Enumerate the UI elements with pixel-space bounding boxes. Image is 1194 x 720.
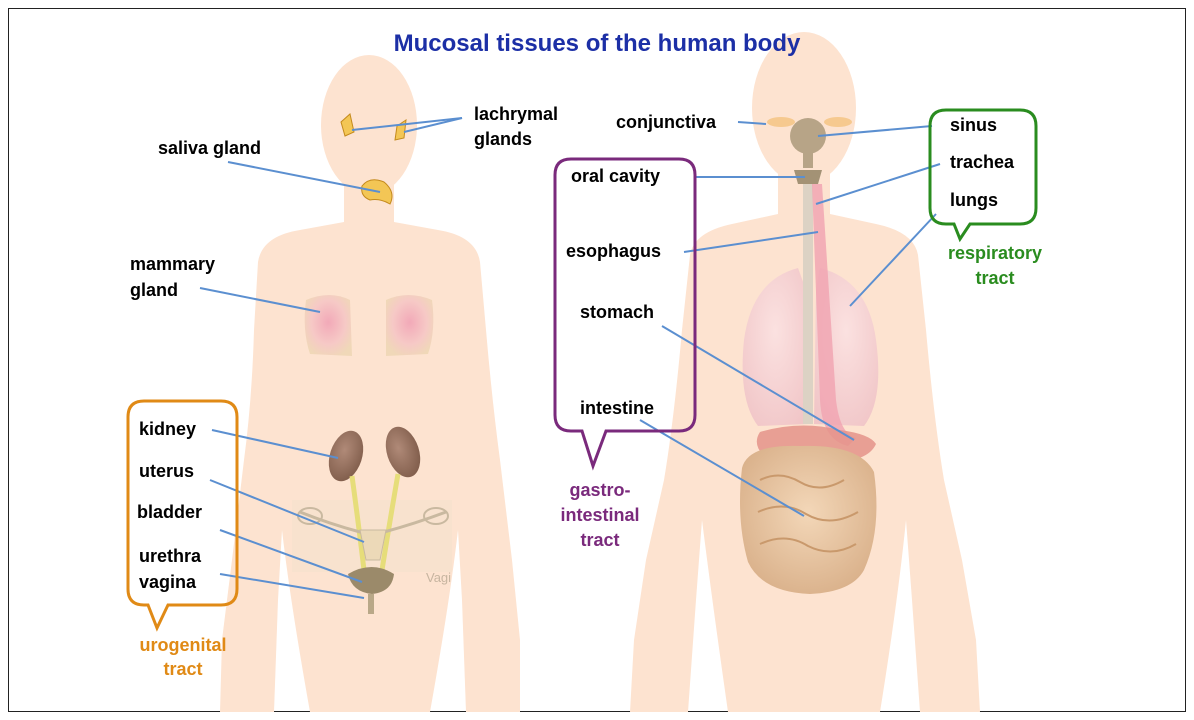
label-saliva-gland: saliva gland [158,138,261,159]
label-uterus: uterus [139,461,194,482]
diagram-title: Mucosal tissues of the human body [0,30,1194,58]
label-urethra: urethra [139,546,201,567]
faint-vagina-text: Vagi [426,570,451,585]
label-mammary-gland-line2: gland [130,280,178,301]
gastrointestinal-tract-line1: gastro- [540,479,660,502]
label-lachrymal-glands-line1: lachrymal [474,104,558,125]
label-lungs: lungs [950,190,998,211]
label-trachea: trachea [950,152,1014,173]
respiratory-tract-line2: tract [920,267,1070,290]
respiratory-tract-line1: respiratory [920,242,1070,265]
urogenital-tract-line1: urogenital [98,634,268,657]
label-sinus: sinus [950,115,997,136]
intestine-shape [740,446,876,594]
label-conjunctiva: conjunctiva [616,112,716,133]
urogenital-tract-line2: tract [98,658,268,681]
gastrointestinal-tract-line3: tract [540,529,660,552]
label-esophagus: esophagus [566,241,661,262]
label-intestine: intestine [580,398,654,419]
label-bladder: bladder [137,502,202,523]
label-vagina: vagina [139,572,196,593]
label-kidney: kidney [139,419,196,440]
label-oral-cavity: oral cavity [571,166,660,187]
label-mammary-gland-line1: mammary [130,254,215,275]
gastrointestinal-tract-line2: intestinal [540,504,660,527]
label-stomach: stomach [580,302,654,323]
label-lachrymal-glands-line2: glands [474,129,532,150]
